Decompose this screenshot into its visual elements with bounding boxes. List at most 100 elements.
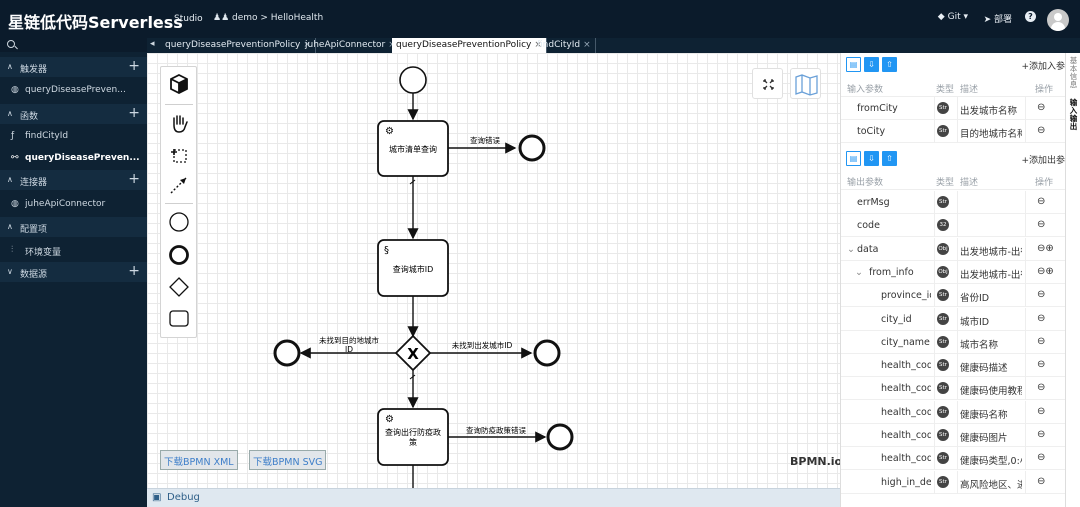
param-desc[interactable]: 出发城市名称 <box>960 106 1018 117</box>
type-badge[interactable]: Str <box>937 125 949 137</box>
type-badge[interactable]: 32 <box>937 219 949 232</box>
param-name[interactable]: city_id <box>881 313 912 325</box>
type-badge[interactable]: Str <box>937 429 949 441</box>
param-row[interactable]: health_code_piStr健康码图片⊖ <box>841 424 1065 447</box>
add-function-button[interactable]: + <box>128 105 140 121</box>
type-badge[interactable]: Obj <box>937 265 949 278</box>
tab-query-policy-active[interactable]: queryDiseasePreventionPolicy× <box>392 38 547 53</box>
row-actions[interactable]: ⊖ <box>1037 382 1046 394</box>
avatar[interactable] <box>1047 9 1069 31</box>
row-actions[interactable]: ⊖⊕ <box>1037 242 1054 254</box>
row-actions[interactable]: ⊖ <box>1037 405 1046 417</box>
param-desc[interactable]: 省份ID <box>960 293 990 305</box>
param-name[interactable]: health_code_sty <box>881 453 931 465</box>
sidebar-item-query-flow[interactable]: ⚯ queryDiseasePreven... <box>0 147 147 169</box>
param-desc[interactable]: 健康码描述 <box>960 363 1008 375</box>
fullscreen-button[interactable] <box>752 68 783 99</box>
type-badge[interactable]: Str <box>937 452 949 465</box>
sidebar-section-datasources[interactable]: ∨ 数据源 + <box>0 262 147 282</box>
type-badge[interactable]: Str <box>937 196 949 208</box>
sidebar-section-connectors[interactable]: ∧ 连接器 + <box>0 170 147 190</box>
close-icon[interactable]: × <box>303 40 311 50</box>
row-actions[interactable]: ⊖ <box>1037 125 1046 136</box>
expand-chevron-icon[interactable]: ⌄ <box>855 266 863 278</box>
param-row[interactable]: health_code_de Str 健康码描述 ⊖ <box>841 354 1065 378</box>
row-actions[interactable]: ⊖ <box>1037 452 1046 464</box>
connect-tool-icon[interactable] <box>166 172 192 198</box>
row-actions[interactable]: ⊖ <box>1037 312 1046 324</box>
add-datasource-button[interactable]: + <box>128 263 140 279</box>
param-desc[interactable]: 出发地城市-出行 <box>960 269 1022 281</box>
end-event[interactable] <box>546 423 574 451</box>
json-import-icon[interactable]: ⇩ <box>864 151 879 166</box>
param-name[interactable]: city_name <box>881 336 930 348</box>
param-name[interactable]: high_in_desc <box>881 476 931 488</box>
tab-scroll-left-icon[interactable]: ◂ <box>150 39 155 49</box>
param-name[interactable]: errMsg <box>857 197 890 208</box>
sidebar-section-functions[interactable]: ∧ 函数 + <box>0 104 147 124</box>
type-badge[interactable]: Str <box>937 102 949 114</box>
task-find-city-id[interactable]: § 查询城市ID <box>377 239 449 297</box>
param-desc[interactable]: 城市名称 <box>960 339 999 351</box>
sidebar-item-trigger[interactable]: ◍ queryDiseasePreven... <box>0 79 147 101</box>
param-row[interactable]: high_in_descStr高风险地区、进⊖ <box>841 470 1065 494</box>
help-icon[interactable]: ? <box>1025 11 1036 22</box>
sidebar-item-connector[interactable]: ◍ juheApiConnector <box>0 193 147 215</box>
end-event-icon[interactable] <box>166 242 192 268</box>
type-badge[interactable]: Str <box>937 475 949 488</box>
row-actions[interactable]: ⊖ <box>1037 429 1046 440</box>
add-connector-button[interactable]: + <box>128 171 140 187</box>
task-city-list[interactable]: ⚙ 城市清单查询 <box>377 120 449 177</box>
param-name[interactable]: province_id <box>881 290 931 302</box>
param-row[interactable]: health_code_styStr健康码类型,0:小⊖ <box>841 447 1065 471</box>
param-desc[interactable]: 健康码使用教程 <box>960 386 1022 398</box>
start-event-icon[interactable] <box>166 209 192 235</box>
table-view-icon[interactable]: ▤ <box>846 57 861 72</box>
table-view-icon[interactable]: ▤ <box>846 151 861 166</box>
minimap-button[interactable] <box>790 68 821 99</box>
close-icon[interactable]: × <box>583 40 591 50</box>
param-desc[interactable]: 出发地城市-出行 <box>960 246 1022 258</box>
row-actions[interactable]: ⊖ <box>1037 359 1046 371</box>
download-xml-button[interactable]: 下载BPMN XML <box>160 450 238 470</box>
param-row[interactable]: health_code_giStr健康码使用教程⊖ <box>841 377 1065 401</box>
gateway-icon[interactable] <box>166 274 192 300</box>
add-input-param-button[interactable]: +添加入参 <box>1021 62 1065 72</box>
task-query-policy[interactable]: ⚙ 查询出行防疫政 策 <box>377 408 449 466</box>
param-name[interactable]: health_code_de <box>881 360 931 372</box>
type-badge[interactable]: Str <box>937 359 949 372</box>
sidebar-section-config[interactable]: ∧ 配置项 <box>0 217 147 237</box>
tab-juhe-connector[interactable]: juheApiConnector× <box>301 38 401 53</box>
end-event[interactable] <box>518 134 546 162</box>
sidebar-item-env-vars[interactable]: ⫶ 环境变量 <box>0 239 147 261</box>
param-name[interactable]: health_code_gi <box>881 383 931 395</box>
end-event[interactable] <box>273 339 301 367</box>
download-svg-button[interactable]: 下载BPMN SVG <box>249 450 327 470</box>
type-badge[interactable]: Str <box>937 335 949 348</box>
cube-icon[interactable] <box>166 71 192 97</box>
type-badge[interactable]: Str <box>937 312 949 325</box>
git-menu[interactable]: ◆ Git ▾ <box>937 12 968 22</box>
end-event[interactable] <box>533 339 561 367</box>
param-desc[interactable]: 目的地城市名称 <box>960 129 1022 140</box>
param-name[interactable]: health_code_na <box>881 406 931 418</box>
param-row[interactable]: health_code_naStr健康码名称⊖ <box>841 400 1065 424</box>
json-export-icon[interactable]: ⇧ <box>882 151 897 166</box>
start-event[interactable] <box>399 66 427 94</box>
sidebar-search[interactable] <box>0 38 147 52</box>
row-actions[interactable]: ⊖ <box>1037 475 1046 487</box>
row-actions[interactable]: ⊖ <box>1037 219 1046 231</box>
param-row[interactable]: city_id Str 城市ID ⊖ <box>841 307 1065 331</box>
bpmn-io-watermark[interactable]: BPMN.io <box>790 455 840 468</box>
expand-chevron-icon[interactable]: ⌄ <box>847 243 855 255</box>
param-desc[interactable]: 城市ID <box>960 316 990 328</box>
json-import-icon[interactable]: ⇩ <box>864 57 879 72</box>
breadcrumb[interactable]: ♟♟ demo > HelloHealth <box>213 13 323 23</box>
